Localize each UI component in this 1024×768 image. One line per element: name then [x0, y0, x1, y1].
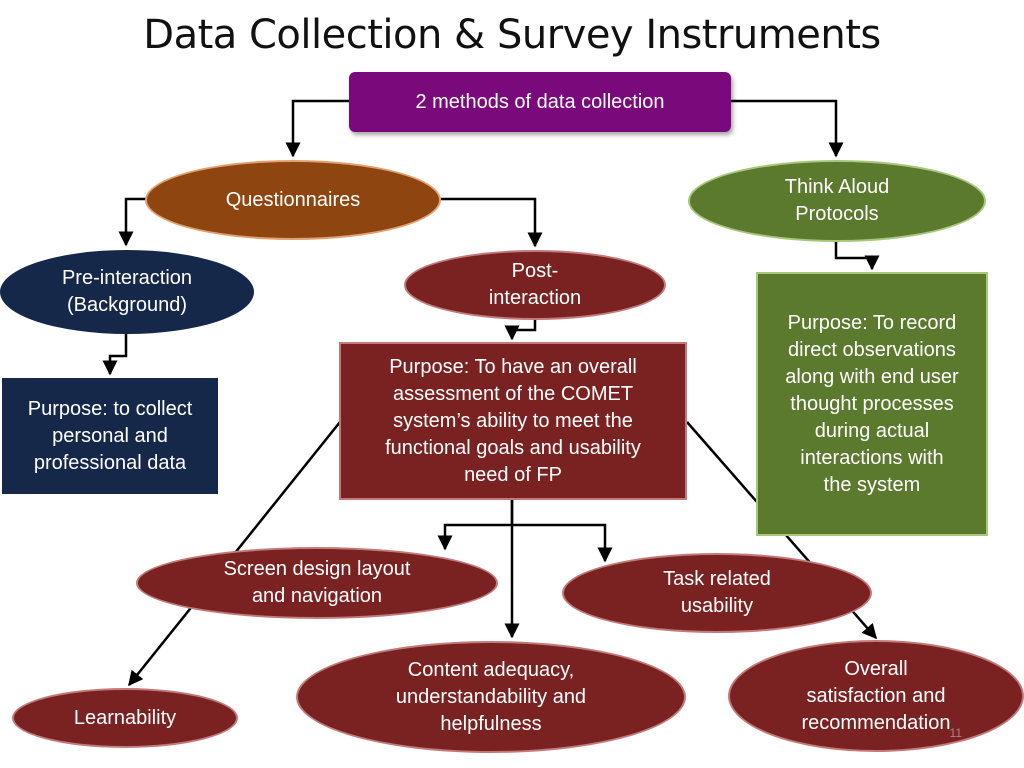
content-label-line: Content adequacy, [407, 658, 575, 681]
pre-purpose-line: professional data [33, 451, 187, 474]
screen-design-label-line: Screen design layout [223, 558, 411, 580]
content-label-line: understandability and [395, 685, 587, 708]
learnability-label: Learnability [73, 706, 177, 729]
task-usability-ellipse: Task related usability [562, 553, 872, 633]
post-purpose-line: assessment of the COMET [392, 382, 634, 405]
pre-interaction-ellipse: Pre-interaction (Background) [0, 250, 254, 334]
think-aloud-label-line: Protocols [795, 203, 879, 225]
think-purpose-line: interactions with [800, 446, 944, 469]
post-interaction-label-line: Post- [511, 260, 559, 282]
arrow-post-to-purpose [504, 320, 537, 341]
slide-number: 11 [949, 726, 962, 740]
think-aloud-label-line: Think Aloud [784, 176, 890, 198]
screen-design-label-line: and navigation [251, 585, 383, 607]
overall-satisfaction-ellipse: Overall satisfaction and recommendation [728, 640, 1024, 752]
arrow-methods-to-think-aloud [731, 99, 844, 158]
pre-purpose-line: personal and [52, 424, 168, 447]
questionnaires-label: Questionnaires [225, 188, 361, 211]
arrow-questionnaires-to-pre [118, 197, 147, 247]
arrow-purpose-to-screen [437, 500, 514, 551]
think-purpose-line: along with end user [785, 365, 959, 388]
methods-box: 2 methods of data collection [349, 72, 731, 132]
overall-label-line: satisfaction and [806, 684, 946, 707]
post-purpose-line: Purpose: To have an overall [389, 355, 637, 378]
post-purpose-line: need of FP [464, 463, 562, 486]
pre-interaction-purpose-box: Purpose: to collect personal and profess… [2, 378, 218, 494]
post-interaction-ellipse: Post- interaction [404, 250, 666, 320]
pre-interaction-label-line: Pre-interaction [61, 267, 193, 289]
think-purpose-line: the system [823, 473, 921, 496]
task-usability-label-line: Task related [663, 568, 771, 590]
arrow-purpose-to-task [512, 523, 613, 563]
pre-interaction-label-line: (Background) [66, 294, 188, 316]
pre-purpose-line: Purpose: to collect [27, 397, 193, 420]
content-label-line: helpfulness [440, 712, 542, 735]
content-adequacy-ellipse: Content adequacy, understandability and … [296, 641, 686, 753]
think-purpose-line: Purpose: To record [787, 311, 957, 334]
post-purpose-line: system’s ability to meet the [393, 409, 633, 432]
think-purpose-line: thought processes [790, 392, 954, 415]
think-aloud-purpose-box: Purpose: To record direct observations a… [756, 272, 988, 536]
screen-design-ellipse: Screen design layout and navigation [136, 547, 498, 619]
arrow-methods-to-questionnaires [285, 99, 349, 158]
think-purpose-line: during actual [814, 419, 930, 442]
arrow-think-to-purpose [834, 242, 880, 271]
post-interaction-purpose-box: Purpose: To have an overall assessment o… [339, 342, 687, 500]
overall-label-line: recommendation [801, 711, 951, 734]
slide-title: Data Collection & Survey Instruments [143, 12, 881, 58]
think-purpose-line: direct observations [788, 338, 956, 361]
think-aloud-ellipse: Think Aloud Protocols [688, 160, 986, 242]
methods-label: 2 methods of data collection [415, 90, 665, 113]
arrow-pre-to-purpose [102, 334, 128, 376]
questionnaires-ellipse: Questionnaires [145, 160, 441, 240]
task-usability-label-line: usability [680, 595, 754, 617]
overall-label-line: Overall [844, 657, 908, 680]
post-interaction-label-line: interaction [488, 287, 582, 309]
learnability-ellipse: Learnability [12, 688, 238, 748]
post-purpose-line: functional goals and usability [385, 436, 641, 459]
arrow-questionnaires-to-post [441, 197, 543, 248]
